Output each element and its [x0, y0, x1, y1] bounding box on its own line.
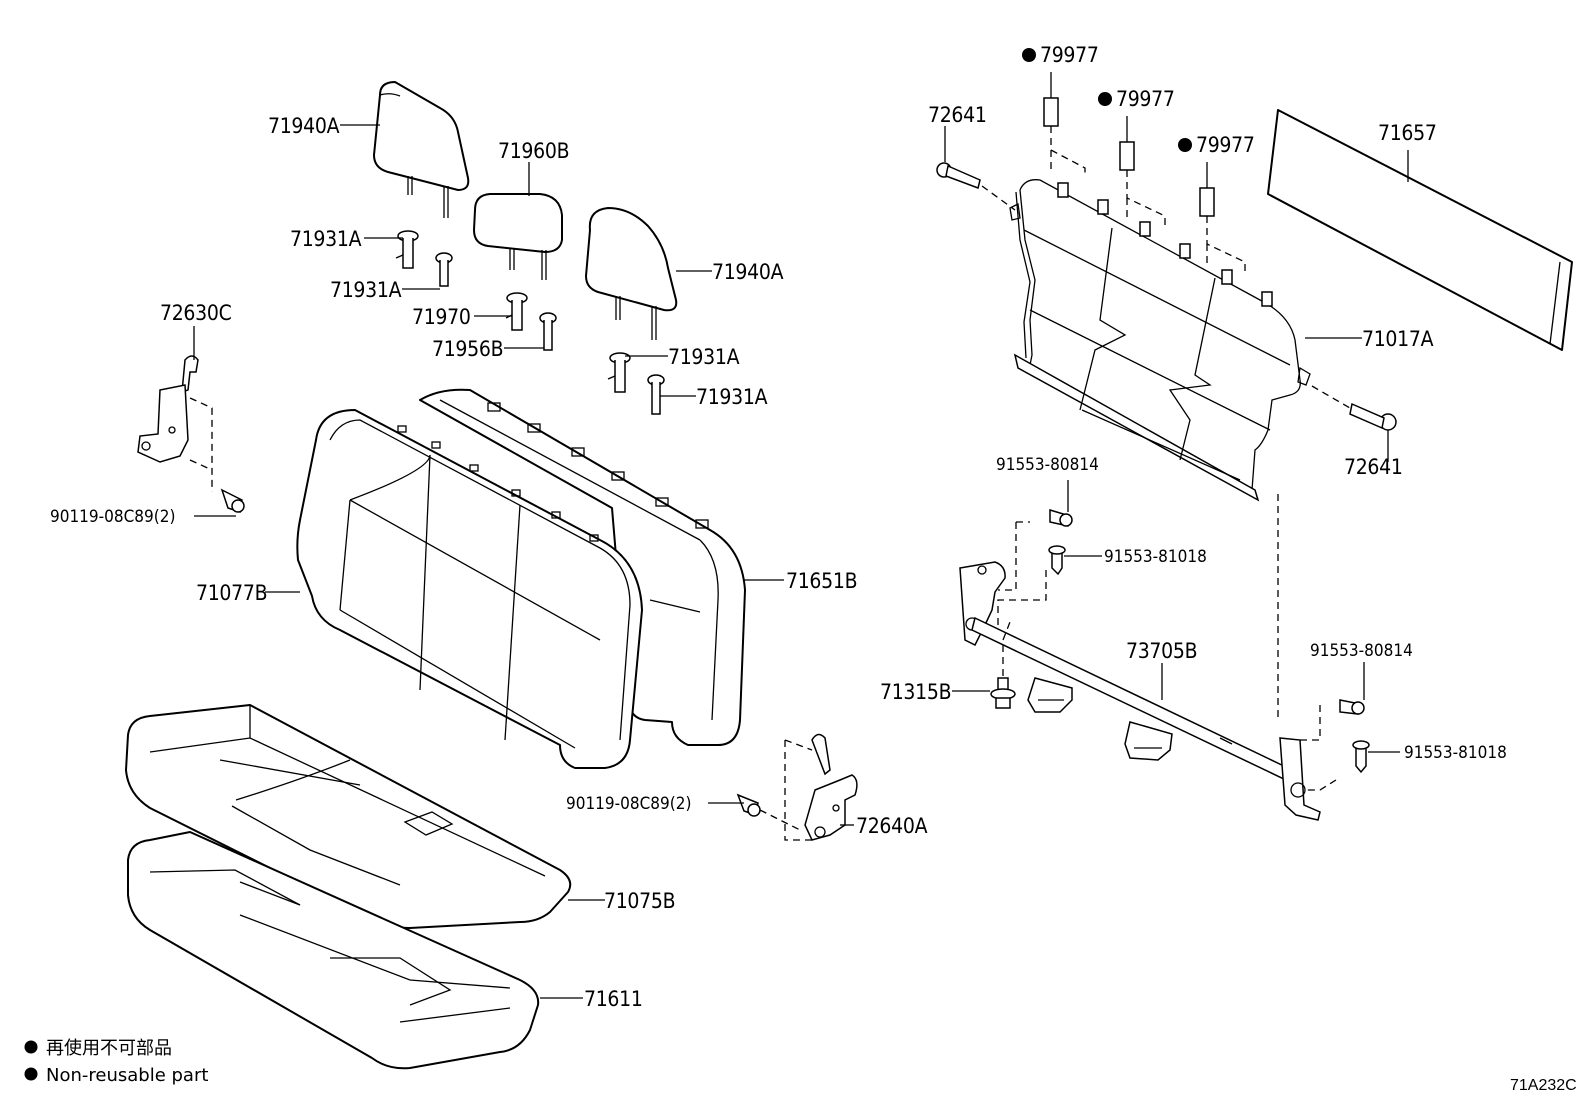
- label-leg: 73705B: [1126, 639, 1197, 663]
- label-bolt-center: 90119-08C89(2): [566, 794, 691, 814]
- label-support-center-2: 71956B: [432, 337, 503, 361]
- label-support-1: 71931A: [290, 227, 362, 251]
- legend: 再使用不可部品 Non-reusable part: [24, 1038, 208, 1086]
- grommets: [1043, 72, 1246, 272]
- label-support-3: 71931A: [668, 345, 740, 369]
- label-hinge-center: 72640A: [856, 814, 928, 838]
- legend-dot-en: [24, 1067, 38, 1081]
- frame-bolt-left: [936, 162, 1016, 211]
- bolt-left: [220, 488, 245, 513]
- label-support-4: 71931A: [696, 385, 768, 409]
- part-labels: 71940A 71960B 71940A 71931A 71931A 71970…: [50, 43, 1507, 1011]
- stopper: [990, 621, 1016, 709]
- leader-lines: [193, 124, 1409, 999]
- legend-text-jp: 再使用不可部品: [46, 1038, 172, 1059]
- non-reusable-dot-3: [1178, 138, 1192, 152]
- label-bolt-left: 90119-08C89(2): [50, 507, 175, 527]
- non-reusable-dot-1: [1022, 48, 1036, 62]
- leg-bolts: [1048, 508, 1370, 774]
- headrest-left: [373, 81, 470, 218]
- non-reusable-markers: [1022, 48, 1192, 152]
- legend-text-en: Non-reusable part: [46, 1065, 208, 1086]
- label-grommet-3: 79977: [1196, 133, 1255, 157]
- label-cushion-cover: 71075B: [604, 889, 675, 913]
- seat-back-cover: [296, 409, 643, 769]
- label-board: 71657: [1378, 121, 1437, 145]
- headrest-right: [585, 207, 678, 340]
- label-bolt-frame-left: 72641: [928, 103, 987, 127]
- bolt-center: [736, 793, 801, 831]
- back-board: [1267, 109, 1573, 351]
- legend-dot-jp: [24, 1040, 38, 1054]
- headrest-center: [473, 193, 563, 280]
- hinge-left: [137, 355, 213, 492]
- seat-leg-frame: [959, 494, 1337, 821]
- seat-cushion-pad: [127, 831, 540, 1070]
- label-support-2: 71931A: [330, 278, 402, 302]
- seat-back-frame: [1009, 179, 1311, 502]
- label-headrest-center: 71960B: [498, 139, 569, 163]
- label-bolt-b2: 91553-81018: [1404, 743, 1507, 763]
- label-support-center-1: 71970: [412, 305, 471, 329]
- label-headrest-right: 71940A: [712, 260, 784, 284]
- label-grommet-2: 79977: [1116, 87, 1175, 111]
- diagram-reference-code: 71A232C: [1510, 1077, 1577, 1094]
- label-cushion-pad: 71611: [584, 987, 643, 1011]
- seat-back-pad: [419, 388, 746, 746]
- non-reusable-dot-2: [1098, 92, 1112, 106]
- label-frame: 71017A: [1362, 327, 1434, 351]
- label-back-pad: 71651B: [786, 569, 857, 593]
- label-bolt-b1: 91553-81018: [1104, 547, 1207, 567]
- label-back-cover: 71077B: [196, 581, 267, 605]
- hinge-center: [784, 733, 858, 841]
- label-grommet-1: 79977: [1040, 43, 1099, 67]
- label-headrest-left: 71940A: [268, 114, 340, 138]
- support-parts: [395, 230, 665, 415]
- label-hinge-left: 72630C: [160, 301, 232, 325]
- label-bolt-a1: 91553-80814: [996, 455, 1099, 475]
- seat-cushion-cover: [125, 704, 572, 929]
- label-bolt-a2: 91553-80814: [1310, 641, 1413, 661]
- frame-bolt-right: [1311, 385, 1397, 431]
- label-stopper: 71315B: [880, 680, 951, 704]
- label-bolt-frame-right: 72641: [1344, 455, 1403, 479]
